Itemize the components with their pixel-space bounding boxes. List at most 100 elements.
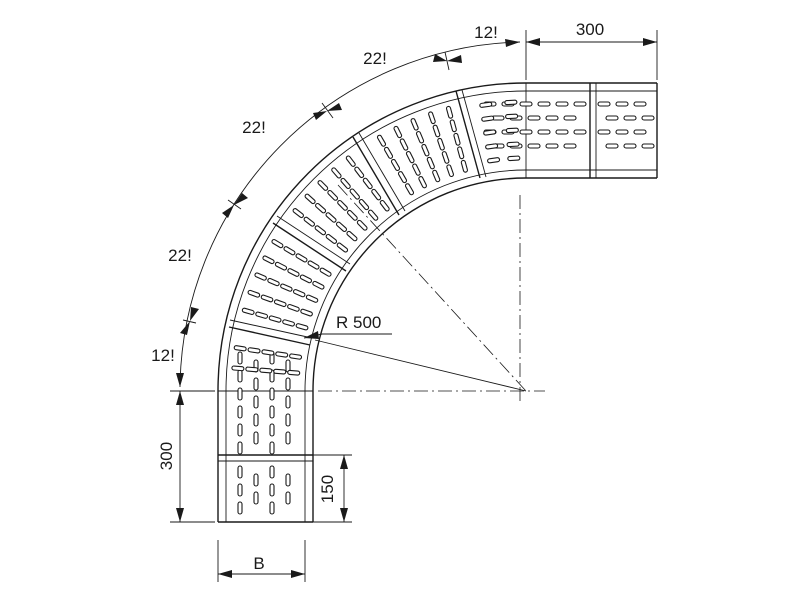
perforation-slot bbox=[261, 349, 275, 356]
perforation-slot bbox=[269, 465, 275, 479]
perforation-slot bbox=[304, 193, 316, 205]
perforation-slot bbox=[527, 143, 541, 149]
perforation-slot bbox=[269, 483, 275, 497]
perforation-slot bbox=[485, 143, 499, 150]
dimension-top-300: 300 bbox=[525, 20, 658, 80]
perforation-slot bbox=[327, 190, 339, 201]
perforation-slot bbox=[237, 423, 243, 437]
perforation-slot bbox=[231, 365, 245, 372]
perforation-slot bbox=[245, 366, 259, 373]
perforation-slot bbox=[267, 277, 280, 287]
angle-label-3: 22! bbox=[242, 118, 266, 137]
perforation-slot bbox=[275, 351, 289, 358]
perforation-slot bbox=[285, 473, 291, 487]
dimension-150: 150 bbox=[313, 454, 352, 523]
perforation-slot bbox=[615, 129, 629, 135]
perforation-slot bbox=[615, 101, 629, 107]
perforation-slot bbox=[432, 124, 441, 138]
perforation-slot bbox=[563, 143, 577, 149]
perforation-slot bbox=[412, 163, 421, 176]
perforation-slot bbox=[299, 274, 313, 284]
perforation-slot bbox=[283, 246, 296, 256]
perforation-slot bbox=[280, 283, 293, 292]
perforation-slot bbox=[483, 129, 497, 136]
dim-left-300-label: 300 bbox=[157, 442, 176, 470]
perforation-slot bbox=[405, 150, 415, 164]
perforation-slot bbox=[325, 233, 338, 244]
perforation-slot bbox=[479, 101, 493, 108]
perforation-slot bbox=[605, 143, 619, 149]
angle-label-5: 12! bbox=[151, 346, 175, 365]
perforation-slot bbox=[237, 387, 243, 401]
perforation-slot bbox=[410, 118, 419, 131]
perforation-slot bbox=[573, 101, 587, 107]
perforation-slot bbox=[268, 315, 282, 323]
perforation-slot bbox=[237, 483, 243, 497]
perforation-slot bbox=[379, 200, 390, 212]
perforation-slot bbox=[260, 294, 274, 303]
perforation-slot bbox=[367, 209, 379, 221]
radius-label: R 500 bbox=[336, 313, 381, 332]
perforation-slot bbox=[269, 501, 275, 515]
perforation-slot bbox=[237, 465, 243, 479]
perforation-slot bbox=[300, 308, 313, 317]
perforation-slot bbox=[441, 151, 450, 164]
perforation-slot bbox=[428, 111, 436, 125]
perforation-slot bbox=[506, 141, 520, 148]
perforation-slot bbox=[273, 368, 287, 375]
perforation-slot bbox=[303, 216, 315, 227]
radius-leader: R 500 bbox=[303, 313, 392, 339]
perforation-slot bbox=[383, 146, 394, 159]
perforation-slot bbox=[254, 272, 267, 281]
perforation-slot bbox=[325, 212, 337, 223]
perforation-slot bbox=[415, 130, 425, 144]
dim-top-300-label: 300 bbox=[576, 20, 604, 39]
perforation-slot bbox=[253, 473, 259, 487]
perforation-slot bbox=[247, 347, 261, 354]
perforation-slot bbox=[555, 101, 569, 107]
perforation-slot bbox=[545, 115, 559, 121]
perforation-slot bbox=[505, 127, 519, 134]
perforation-slot bbox=[253, 491, 259, 505]
perforation-slot bbox=[641, 143, 655, 149]
perforation-slot bbox=[336, 242, 349, 253]
perforation-slot bbox=[253, 377, 259, 391]
perforation-slot bbox=[287, 303, 300, 312]
perforation-slot bbox=[285, 413, 291, 427]
perforation-slot bbox=[317, 180, 329, 191]
perforation-slot bbox=[312, 280, 325, 290]
perforation-slot bbox=[269, 405, 275, 419]
perforation-slot bbox=[537, 101, 551, 107]
perforation-slot bbox=[345, 155, 356, 167]
perforation-slot bbox=[315, 202, 327, 214]
perforation-slot bbox=[253, 413, 259, 427]
perforation-slot bbox=[253, 431, 259, 445]
segment-joints bbox=[218, 83, 527, 392]
perforation-slot bbox=[287, 268, 300, 277]
perforation-slot bbox=[337, 199, 348, 211]
dimension-left-300: 300 bbox=[157, 390, 215, 523]
perforation-slot bbox=[519, 101, 533, 107]
perforation-slot bbox=[555, 129, 569, 135]
angle-label-2: 22! bbox=[363, 49, 387, 68]
perforation-slot bbox=[269, 441, 275, 455]
perforation-slot bbox=[287, 369, 301, 376]
perforation-slot bbox=[397, 171, 408, 184]
perforation-slot bbox=[347, 209, 358, 221]
perforation-slot bbox=[314, 225, 327, 236]
perforation-slot bbox=[285, 377, 291, 391]
perforation-slot bbox=[358, 199, 370, 211]
perforation-slot bbox=[285, 431, 291, 445]
perforation-slot bbox=[273, 299, 287, 308]
perforation-slot bbox=[437, 137, 445, 151]
perforation-slot bbox=[285, 395, 291, 409]
perforation-slot bbox=[262, 255, 275, 265]
perforation-slot bbox=[460, 159, 468, 173]
perforation-slot bbox=[340, 177, 351, 190]
perforation-slot bbox=[247, 289, 261, 298]
perforation-slot bbox=[605, 115, 619, 121]
perforation-slot bbox=[449, 119, 457, 133]
perforation-slot bbox=[597, 101, 611, 107]
perforation-slot bbox=[418, 176, 427, 189]
